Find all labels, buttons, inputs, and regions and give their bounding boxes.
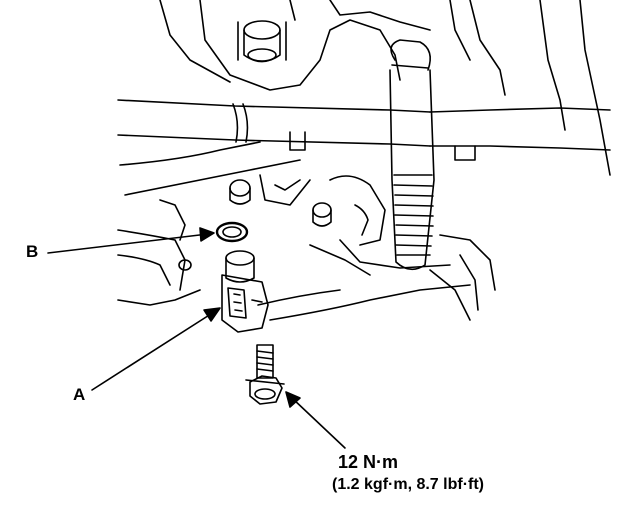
torque-spec-primary: 12 N·m (338, 452, 399, 472)
leader-torque (286, 392, 345, 448)
leader-b (48, 228, 214, 253)
o-ring (217, 223, 247, 241)
left-assembly (118, 200, 200, 305)
corrugated-hose (390, 40, 434, 269)
horizontal-pipe (118, 100, 610, 160)
right-bracket (330, 176, 495, 320)
bolt (246, 345, 284, 404)
engine-block-lower (258, 245, 470, 320)
leader-a (92, 308, 220, 390)
engine-block-upper (160, 0, 610, 175)
sensor (222, 251, 268, 332)
callout-a-label: A (73, 385, 86, 404)
cap-fitting (238, 21, 286, 62)
callout-b-label: B (26, 242, 39, 261)
torque-spec-secondary: (1.2 kgf·m, 8.7 lbf·ft) (332, 476, 485, 493)
bracket (120, 142, 310, 205)
mounting-stud (230, 180, 331, 226)
